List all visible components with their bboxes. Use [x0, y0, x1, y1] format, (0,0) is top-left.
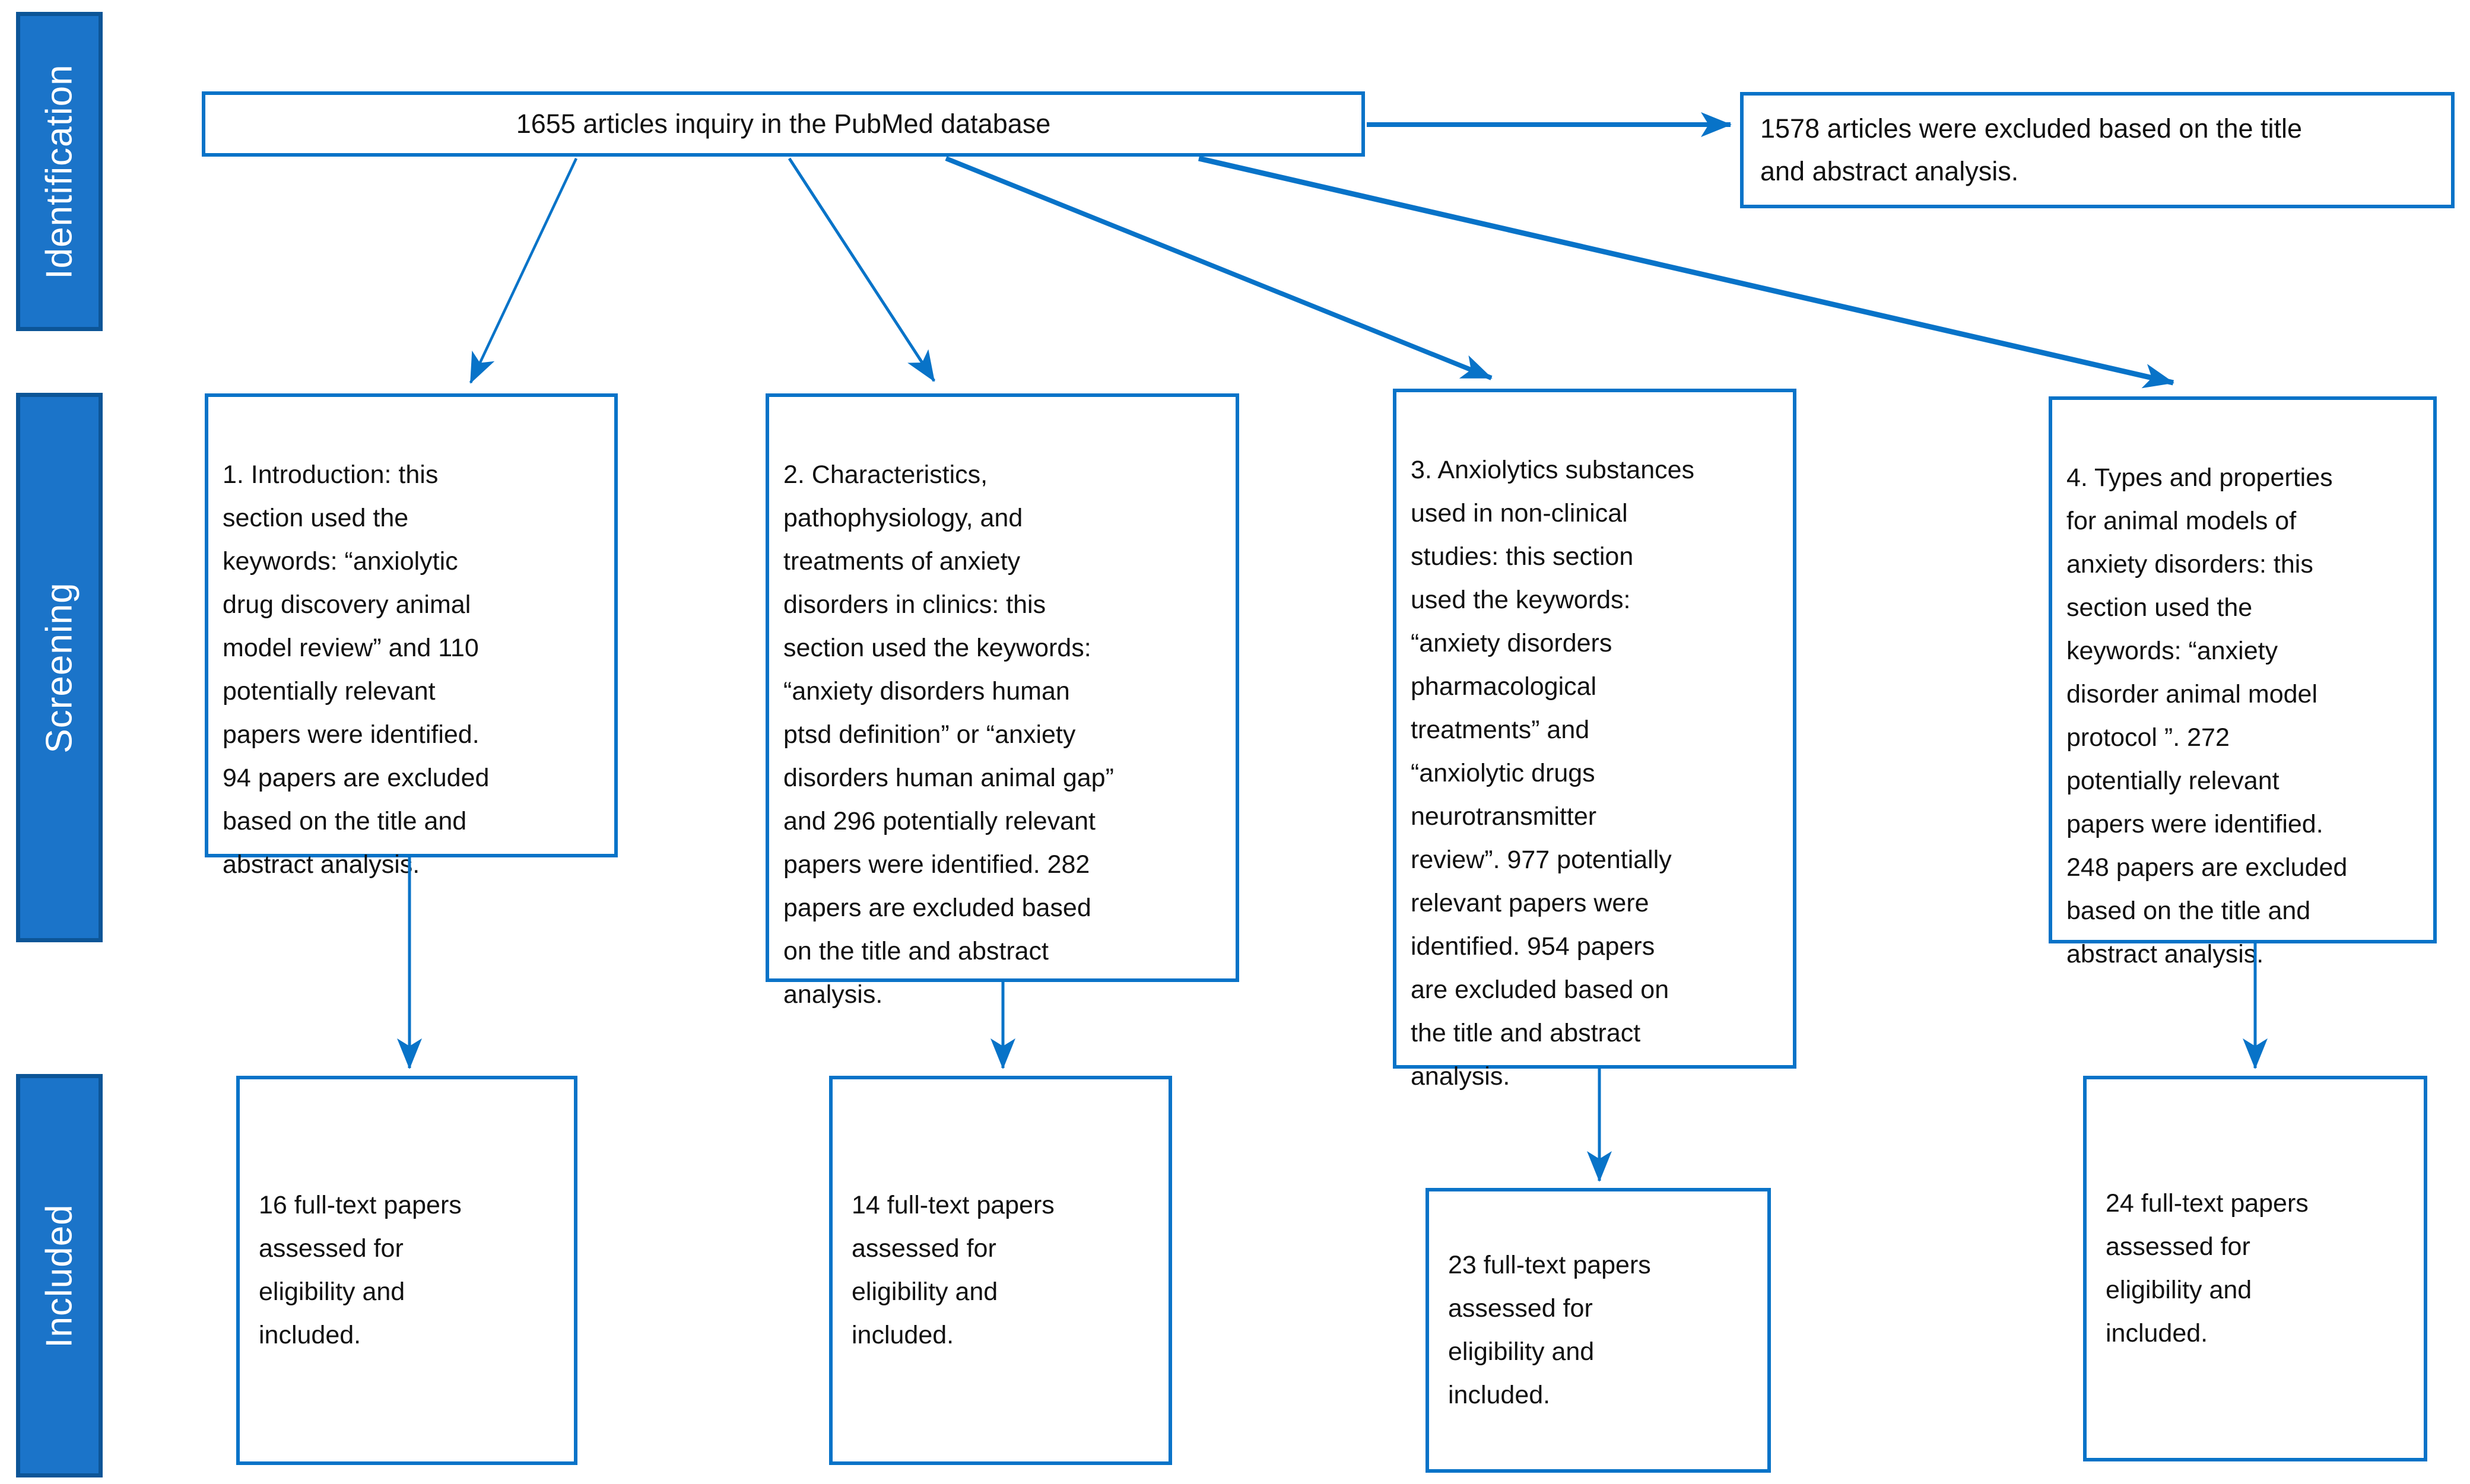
stage-label-included-text: Included [39, 1203, 80, 1348]
stage-label-identification-text: Identification [39, 63, 80, 279]
source-box-text: 1655 articles inquiry in the PubMed data… [516, 109, 1051, 139]
arrow-source-to-screening-2 [788, 157, 936, 382]
excluded-box: 1578 articles were excluded based on the… [1740, 92, 2455, 208]
screening-box-3: 3. Anxiolytics substances used in non-cl… [1393, 389, 1796, 1091]
included-box-1-text: 16 full-text papers assessed for eligibi… [259, 1191, 462, 1349]
stage-label-screening: Screening [16, 393, 103, 942]
screening-box-2: 2. Characteristics, pathophysiology, and… [766, 393, 1239, 1009]
screening-box-1: 1. Introduction: this section used the k… [205, 393, 618, 879]
arrow-source-to-screening-1 [469, 158, 578, 384]
stage-label-screening-text: Screening [39, 581, 80, 754]
source-box: 1655 articles inquiry in the PubMed data… [202, 91, 1365, 157]
screening-box-1-text: 1. Introduction: this section used the k… [223, 460, 490, 879]
arrow-source-to-screening-3 [945, 156, 1493, 380]
screening-box-3-text: 3. Anxiolytics substances used in non-cl… [1411, 456, 1695, 1091]
included-box-3-text: 23 full-text papers assessed for eligibi… [1448, 1251, 1651, 1409]
screening-box-4: 4. Types and properties for animal model… [2049, 396, 2437, 968]
screening-box-2-text: 2. Characteristics, pathophysiology, and… [783, 460, 1114, 1009]
included-box-4: 24 full-text papers assessed for eligibi… [2083, 1076, 2427, 1461]
included-box-2-text: 14 full-text papers assessed for eligibi… [852, 1191, 1055, 1349]
included-box-1: 16 full-text papers assessed for eligibi… [236, 1076, 577, 1465]
stage-label-included: Included [16, 1074, 103, 1477]
included-box-2: 14 full-text papers assessed for eligibi… [829, 1076, 1172, 1465]
screening-box-4-text: 4. Types and properties for animal model… [2066, 463, 2348, 968]
included-box-3: 23 full-text papers assessed for eligibi… [1426, 1188, 1771, 1473]
stage-label-identification: Identification [16, 12, 103, 331]
excluded-box-text: 1578 articles were excluded based on the… [1760, 113, 2303, 186]
included-box-4-text: 24 full-text papers assessed for eligibi… [2106, 1189, 2309, 1348]
